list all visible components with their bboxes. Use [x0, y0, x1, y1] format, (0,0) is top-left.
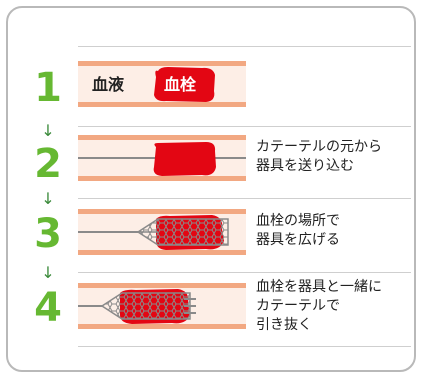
vessel-step-1: 血液 血栓: [78, 61, 246, 107]
step-number-2: 2: [34, 141, 62, 187]
separator-line: [78, 272, 411, 273]
vessel-wall-bottom: [78, 176, 246, 181]
step-number-1: 1: [34, 65, 62, 111]
vessel-wall-top: [78, 209, 246, 214]
down-arrow-icon: ↓: [41, 263, 55, 282]
vessel-wall-top: [78, 135, 246, 140]
step-number-4: 4: [34, 285, 62, 331]
step-3-description: 血栓の場所で 器具を広げる: [256, 213, 340, 248]
step-4-description: 血栓を器具と一緒に カテーテルで 引き抜く: [256, 279, 382, 333]
separator-line: [78, 126, 411, 127]
vessel-wall-top: [78, 61, 246, 66]
vessel-step-3: [78, 209, 246, 255]
stent-retriever: [100, 292, 191, 320]
vessel-wall-top: [78, 283, 246, 288]
down-arrow-icon: ↓: [41, 121, 55, 140]
step-2-description: カテーテルの元から 器具を送り込む: [256, 139, 382, 174]
blood-label: 血液: [92, 75, 125, 94]
vessel-wall-bottom: [78, 102, 246, 107]
stent-retriever: [136, 218, 229, 246]
vessel-step-2: [78, 135, 246, 181]
clot-shape: [154, 67, 215, 102]
vessel-wall-bottom: [78, 250, 246, 255]
clot-label: 血栓: [164, 75, 197, 94]
separator-line: [78, 346, 411, 347]
vessel-wall-bottom: [78, 324, 246, 329]
diagram-card: 1 ↓ 2 ↓ 3 ↓ 4 血液 血栓: [6, 6, 416, 372]
down-arrow-icon: ↓: [41, 189, 55, 208]
clot-shape: [153, 142, 216, 176]
step-number-3: 3: [34, 211, 62, 257]
separator-line: [78, 198, 411, 199]
separator-line: [78, 46, 411, 47]
vessel-step-4: [78, 283, 246, 329]
